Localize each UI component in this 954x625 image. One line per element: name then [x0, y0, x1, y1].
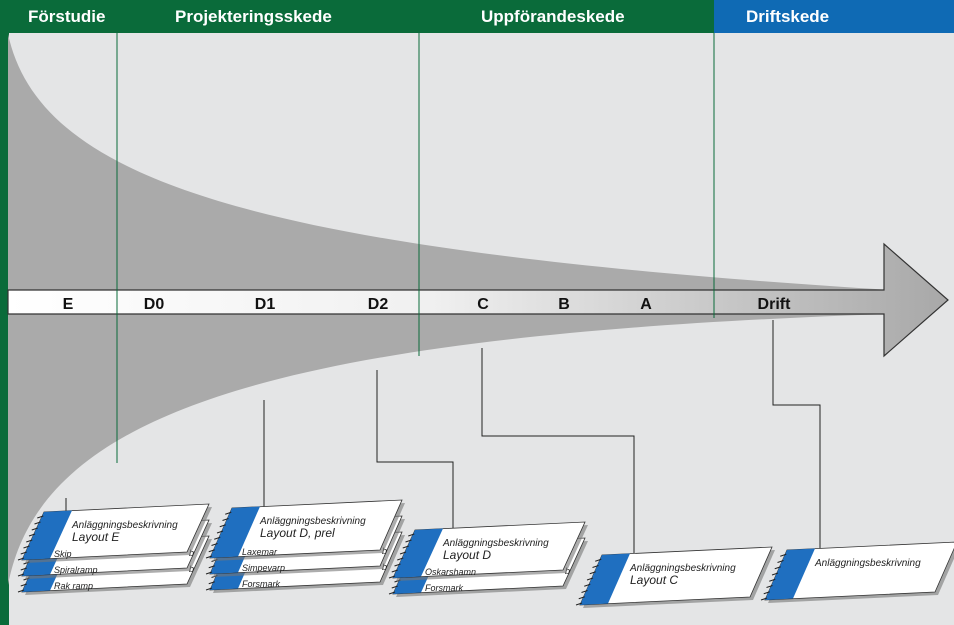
document-subtitle: Layout C: [630, 573, 678, 587]
stage-d0: D0: [143, 296, 165, 313]
document-tab-mark: b: [189, 548, 194, 558]
document-subtitle: Layout D, prel: [260, 526, 335, 540]
document-sheet-top: Anläggningsbeskrivning: [760, 541, 954, 603]
connector-layout-c: [481, 348, 635, 553]
stage-e: E: [62, 296, 74, 313]
stage-drift: Drift: [757, 296, 791, 313]
funnel-upper: [8, 34, 890, 290]
stage-d1: D1: [254, 296, 276, 313]
document-title: Anläggningsbeskrivning: [442, 538, 549, 549]
document-variant-label: Laxemar: [242, 547, 278, 557]
document-variant-label: Spiralramp: [54, 565, 98, 575]
left-edge-bar: [0, 0, 9, 625]
timeline-arrow: [7, 242, 949, 358]
document-title: Anläggningsbeskrivning: [814, 558, 921, 569]
document-title: Anläggningsbeskrivning: [629, 563, 736, 574]
phase-projektering: Projekteringsskede: [175, 7, 332, 26]
stage-d2: D2: [367, 296, 389, 313]
document-variant-label: Simpevarp: [242, 563, 285, 573]
funnel-lower: [8, 314, 890, 585]
document-subtitle: Layout E: [72, 530, 120, 544]
connector-layout-d: [376, 370, 454, 545]
connector-drift: [772, 320, 821, 553]
document-stack-2: ForsmarkbSimpevarpbAnläggningsbeskrivnin…: [205, 499, 405, 593]
document-variant-label: Forsmark: [242, 579, 280, 589]
document-title: Anläggningsbeskrivning: [71, 520, 178, 531]
phase-header-green: [0, 0, 714, 33]
document-tab-mark: b: [382, 562, 387, 572]
document-variant-label: Skip: [54, 549, 72, 559]
document-stacks: Rak rampbSpiralrampbAnläggningsbeskrivni…: [17, 499, 954, 608]
document-tab-mark: b: [382, 546, 387, 556]
document-variant-label: Rak ramp: [54, 581, 93, 591]
document-variant-label: Forsmark: [425, 583, 463, 593]
phase-uppforande: Uppförandeskede: [481, 7, 625, 26]
document-tab-mark: b: [189, 564, 194, 574]
document-stack-1: Rak rampbSpiralrampbAnläggningsbeskrivni…: [17, 503, 212, 595]
phase-forstudie: Förstudie: [28, 7, 106, 26]
phase-header-blue: [714, 0, 954, 33]
stage-a: A: [640, 296, 652, 313]
phase-drift: Driftskede: [746, 7, 830, 26]
document-stack-5: Anläggningsbeskrivning: [760, 541, 954, 603]
document-variant-label: Oskarshamn: [425, 567, 476, 577]
stage-b: B: [558, 296, 570, 313]
document-title: Anläggningsbeskrivning: [259, 516, 366, 527]
phase-labels: Förstudie Projekteringsskede Uppförandes…: [0, 0, 954, 33]
document-subtitle: Layout D: [443, 548, 491, 562]
document-tab-mark: b: [565, 566, 570, 576]
stage-c: C: [477, 296, 489, 313]
